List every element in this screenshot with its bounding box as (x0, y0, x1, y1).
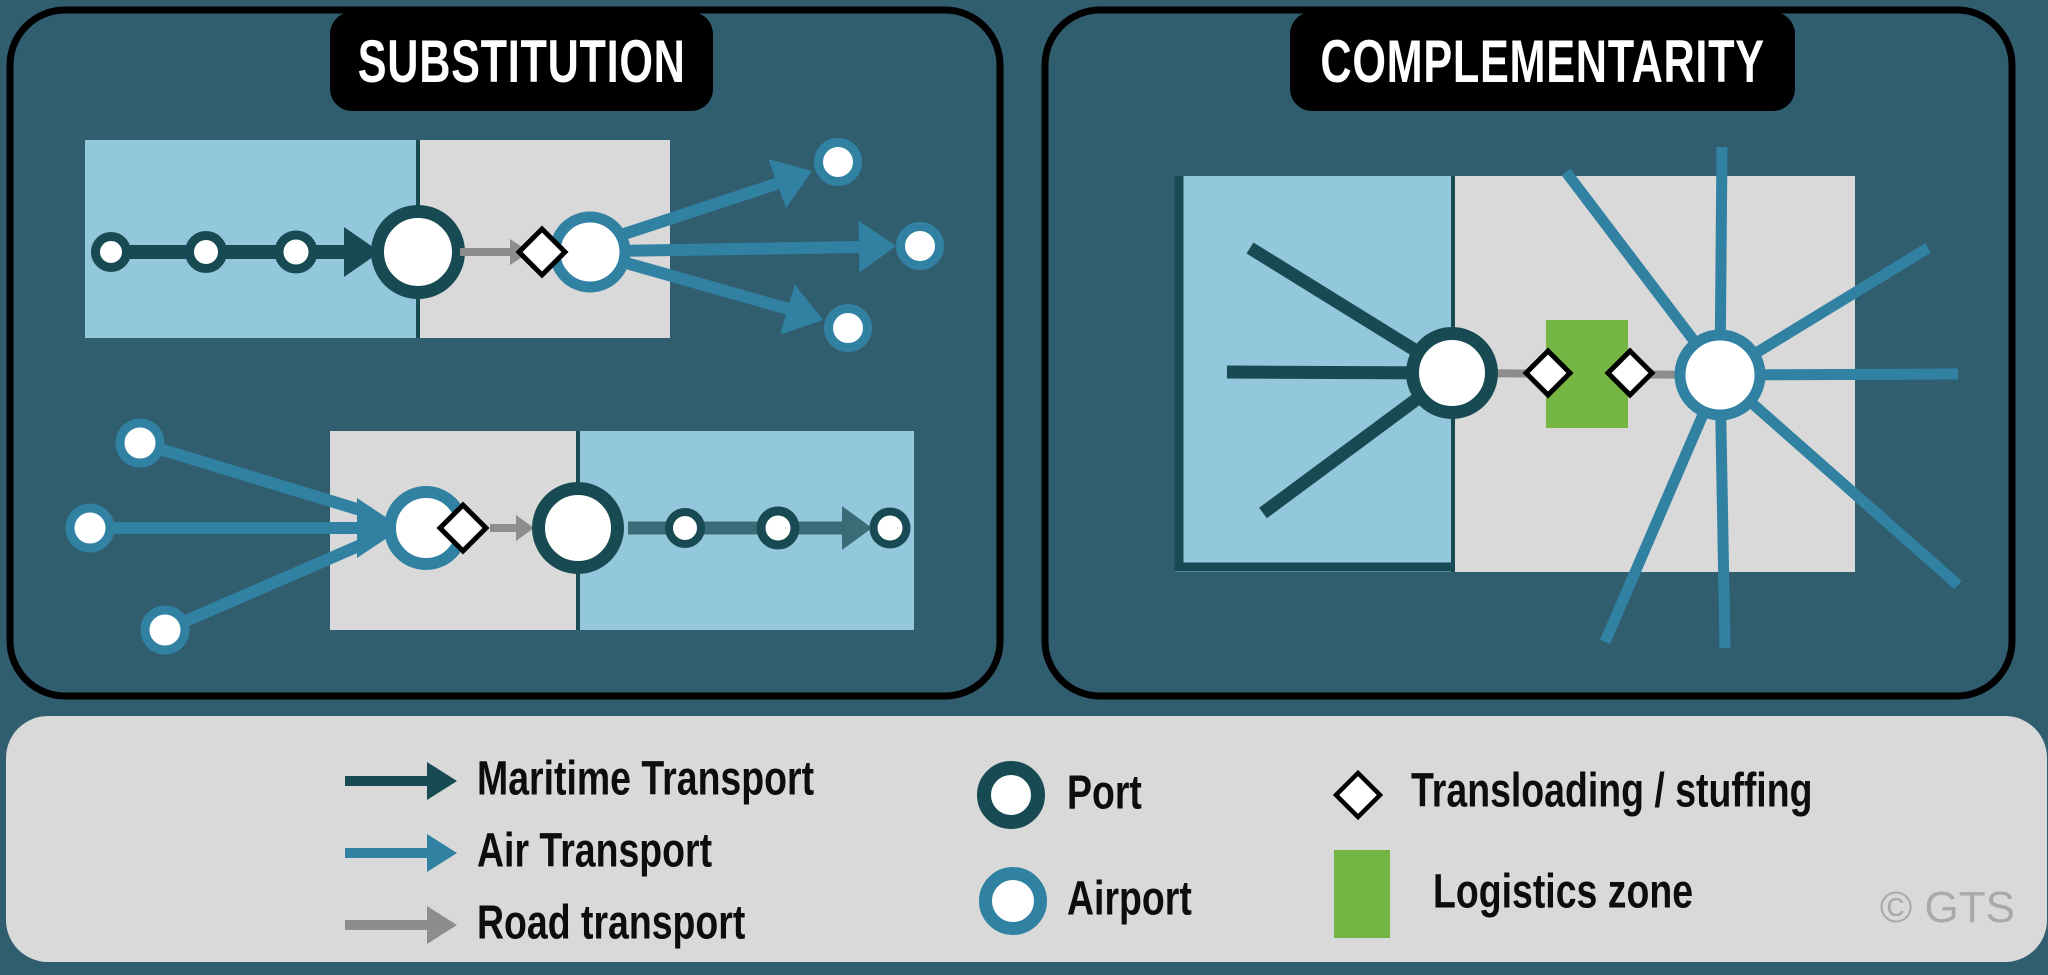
substitution-title-label: SUBSTITUTION (357, 28, 686, 95)
legend-label-air: Air Transport (477, 823, 778, 878)
maritime-arrowhead-icon (344, 227, 380, 277)
air-arrow-icon (427, 834, 457, 872)
port-icon (977, 761, 1045, 829)
transloading-diamond-icon (515, 225, 569, 279)
complementarity-title: COMPLEMENTARITY (1290, 12, 1795, 111)
legend (6, 716, 2047, 962)
port-node-small (274, 230, 318, 274)
legend-label-maritime-text: Maritime Transport (477, 752, 815, 806)
road-arrowhead-icon (516, 515, 534, 541)
substitution-diagram (65, 138, 944, 655)
legend-label-airport: Airport (1067, 871, 1227, 926)
maritime-route-group (628, 506, 872, 550)
complementarity-panel-frame (1041, 6, 2016, 700)
airport-node-small (896, 222, 944, 270)
port-node-small (756, 506, 800, 550)
airport-icon (979, 867, 1047, 935)
transloading-icon (1332, 769, 1384, 821)
airport-node-hub (1674, 329, 1766, 421)
port-node-small (665, 508, 705, 548)
substitution-title: SUBSTITUTION (330, 12, 713, 111)
air-route (1714, 374, 1731, 649)
maritime-arrow-icon (427, 762, 457, 800)
port-node-small (869, 507, 911, 549)
air-route (1599, 372, 1726, 645)
legend-label-air-text: Air Transport (477, 824, 713, 878)
air-route (1716, 370, 1962, 590)
sea-zone (85, 140, 418, 338)
substitution-panel-frame (6, 6, 1004, 700)
air-arrowhead-icon (780, 284, 823, 335)
transloading-diamond-icon (1522, 347, 1574, 399)
logistics-zone-icon (1334, 850, 1390, 938)
port-node-hub (371, 205, 465, 299)
air-arrowhead-icon (768, 159, 812, 209)
legend-label-road: Road transport (477, 895, 821, 950)
legend-label-port: Port (1067, 765, 1163, 820)
copyright-watermark: © GTS (1879, 883, 2015, 932)
airport-node-small (140, 605, 190, 655)
legend-label-port-text: Port (1067, 766, 1142, 820)
air-route (613, 241, 861, 257)
legend-label-transloading: Transloading / stuffing (1411, 763, 1926, 818)
air-route (138, 437, 372, 519)
port-node-small (185, 231, 227, 273)
air-route (162, 535, 373, 636)
complementarity-title-label: COMPLEMENTARITY (1320, 28, 1765, 95)
air-arrowhead-icon (357, 498, 402, 558)
air-route (610, 176, 784, 244)
complementarity-diagram (1174, 146, 1962, 649)
maritime-arrowhead-icon (842, 506, 872, 550)
airport-node-small (814, 138, 862, 186)
legend-background (6, 716, 2047, 962)
port-node-hub (532, 482, 624, 574)
transloading-diamond-icon (436, 501, 490, 555)
air-arrowhead-icon (858, 220, 896, 273)
port-node-hub (1406, 327, 1498, 419)
airport-node-small (115, 418, 165, 468)
legend-label-logistics: Logistics zone (1433, 864, 1766, 919)
airport-node-small (824, 304, 872, 352)
legend-label-road-text: Road transport (477, 896, 746, 950)
air-route (610, 253, 794, 316)
legend-label-maritime: Maritime Transport (477, 751, 909, 806)
transloading-diamond-icon (1604, 347, 1656, 399)
sea-zone-border (1174, 176, 1451, 572)
legend-label-logistics-text: Logistics zone (1433, 865, 1694, 919)
airport-node-small (65, 503, 115, 553)
legend-label-airport-text: Airport (1067, 872, 1192, 926)
port-node-small (91, 232, 131, 272)
legend-label-transloading-text: Transloading / stuffing (1411, 764, 1813, 818)
road-arrow-icon (427, 906, 457, 944)
